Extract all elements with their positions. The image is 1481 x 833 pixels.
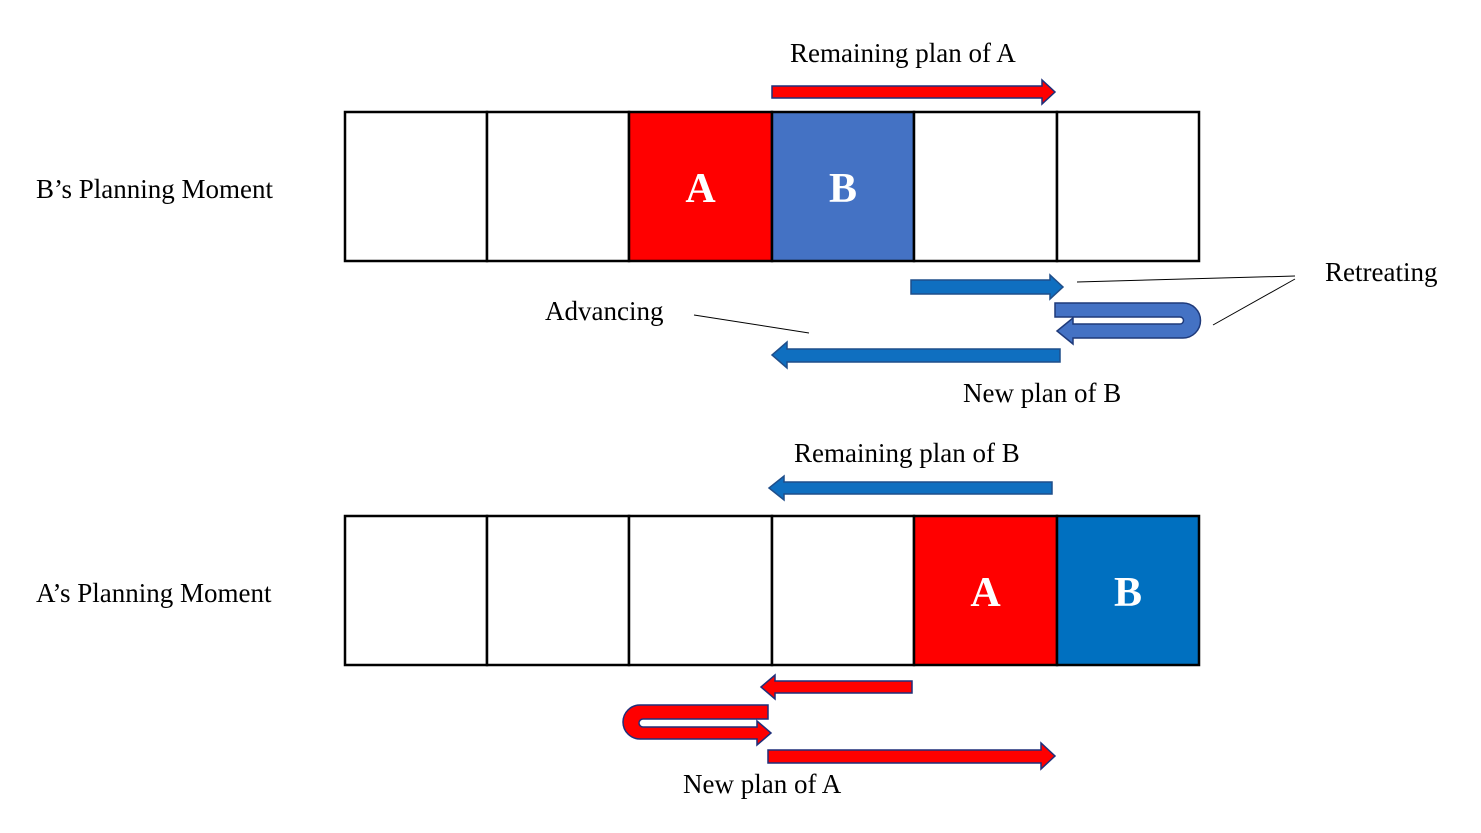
advancing-arrow (770, 340, 1061, 370)
bottom-grid: A B (343, 514, 1201, 667)
bottom-cell-agent-b (1055, 514, 1201, 667)
retreating-label: Retreating (1325, 257, 1437, 287)
bottom-cell-1 (343, 514, 489, 667)
advancing-pointer-line (693, 314, 810, 334)
bottom-cell-agent-a (912, 514, 1059, 667)
remaining-plan-b-arrow (767, 474, 1053, 502)
remaining-plan-b-label: Remaining plan of B (794, 438, 1020, 468)
top-cell-1 (343, 110, 489, 263)
new-plan-a-label: New plan of A (683, 769, 842, 799)
top-cell-agent-b (770, 110, 916, 263)
top-grid: A B (343, 110, 1201, 263)
top-cell-letter-a: A (685, 166, 716, 212)
bottom-cell-letter-a: A (970, 570, 1001, 616)
top-cell-5 (912, 110, 1059, 263)
new-plan-a-uturn-arrow (622, 704, 773, 747)
new-plan-a-forward-arrow (767, 741, 1057, 771)
remaining-plan-a-label: Remaining plan of A (790, 38, 1016, 68)
bottom-cell-3 (627, 514, 774, 667)
bottom-cell-4 (770, 514, 916, 667)
retreat-forward-arrow (910, 273, 1065, 301)
top-cell-letter-b: B (829, 166, 857, 212)
top-cell-agent-a (627, 110, 774, 263)
top-row-label: B’s Planning Moment (36, 174, 274, 204)
bottom-cell-letter-b: B (1114, 570, 1142, 616)
new-plan-a-step-back-arrow (759, 673, 913, 701)
top-cell-6 (1055, 110, 1201, 263)
top-cell-2 (485, 110, 631, 263)
retreating-pointer-line-2 (1212, 278, 1296, 326)
advancing-label: Advancing (545, 296, 663, 326)
remaining-plan-a-arrow (771, 78, 1057, 106)
retreating-pointer-line-1 (1076, 275, 1296, 283)
bottom-row-label: A’s Planning Moment (36, 578, 272, 608)
retreat-uturn-arrow (1054, 302, 1202, 346)
bottom-cell-2 (485, 514, 631, 667)
new-plan-b-label: New plan of B (963, 378, 1121, 408)
